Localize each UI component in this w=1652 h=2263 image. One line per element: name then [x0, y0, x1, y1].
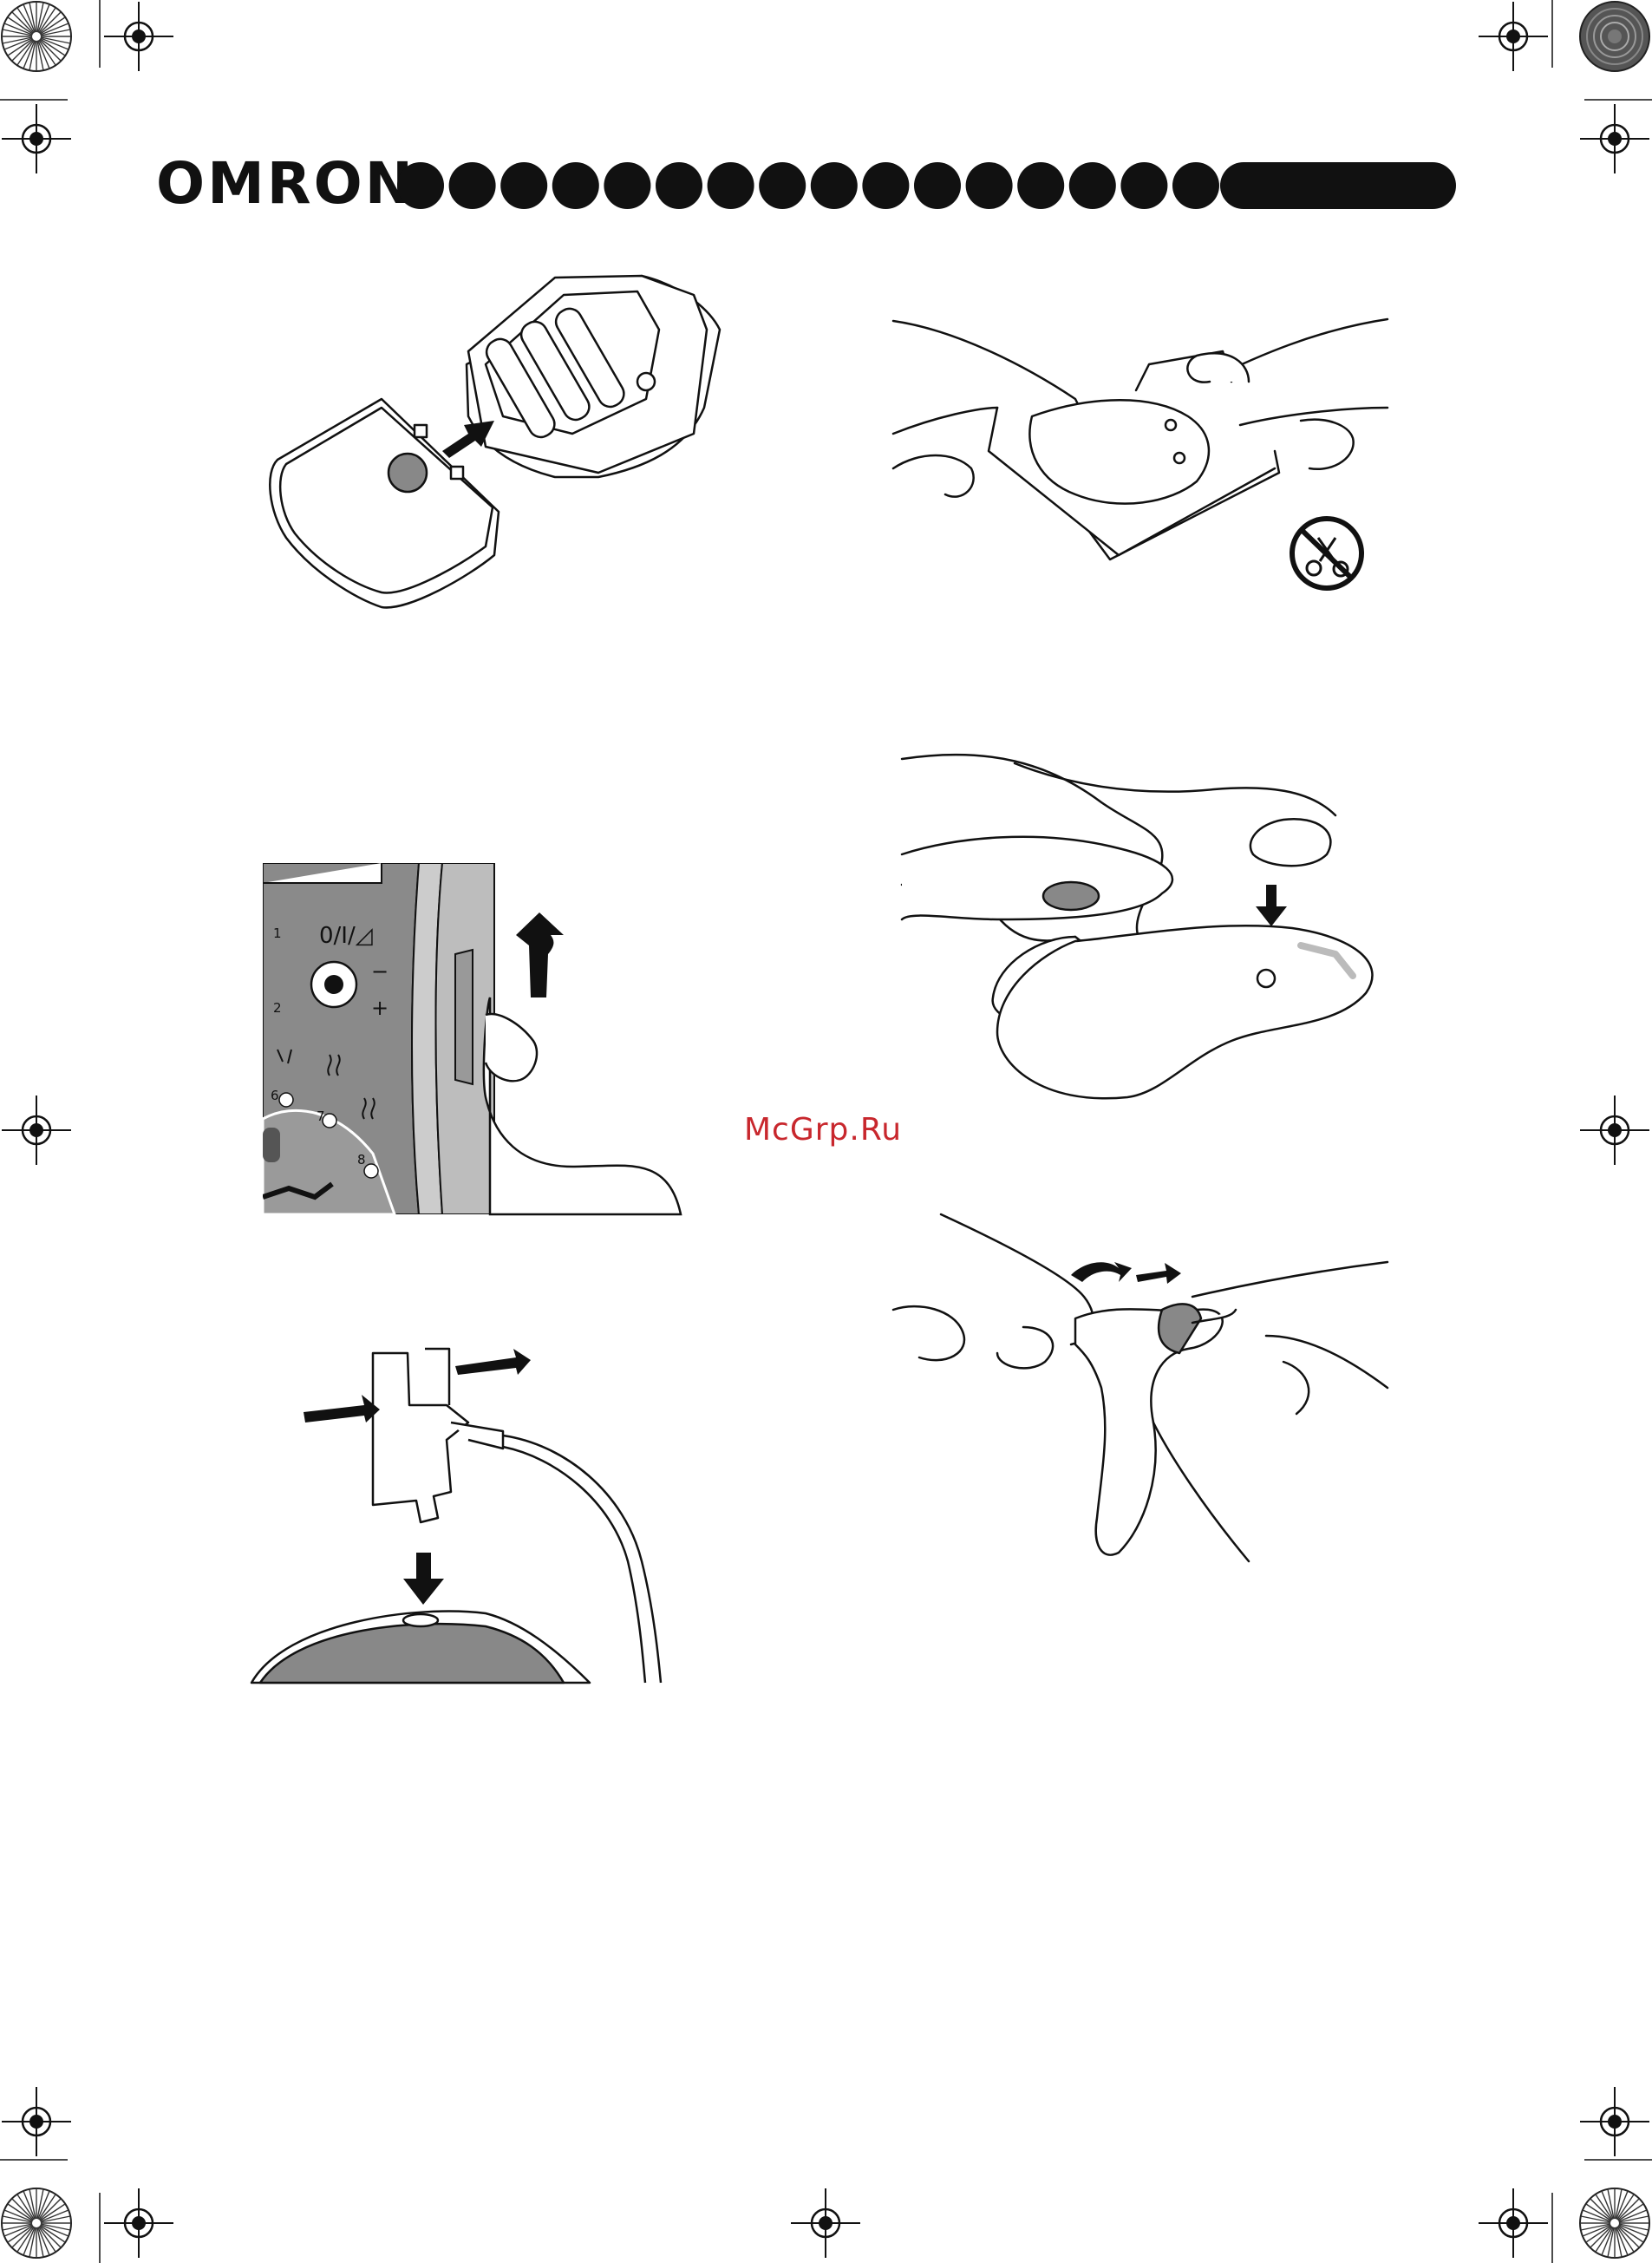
- watermark-text: McGrp.Ru: [744, 1112, 902, 1148]
